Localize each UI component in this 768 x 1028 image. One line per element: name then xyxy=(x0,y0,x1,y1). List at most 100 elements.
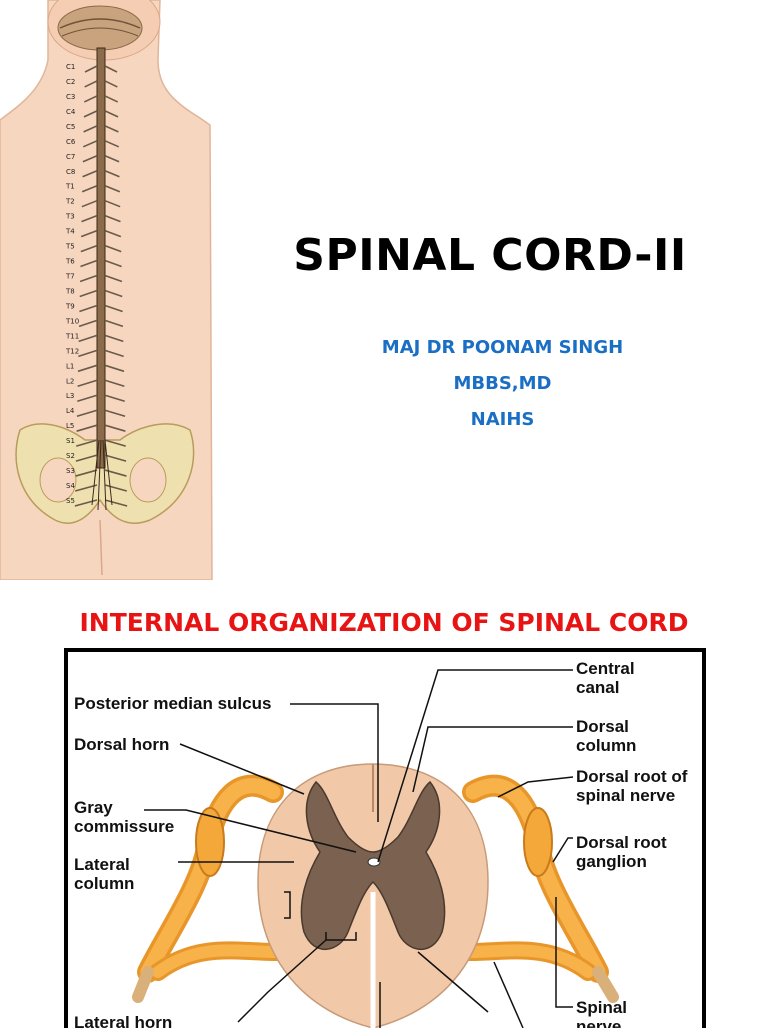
spine-segment-label: C4 xyxy=(66,108,76,116)
spinal-nerve-right xyxy=(104,334,124,343)
spinal-nerve-left xyxy=(77,379,98,388)
spinal-nerve-right xyxy=(104,125,119,133)
spinal-nerve-left xyxy=(83,125,98,133)
spine-segment-label: L1 xyxy=(66,362,74,370)
left-ganglion xyxy=(195,807,225,877)
spine-segment-label: L3 xyxy=(66,392,74,400)
spine-segment-label: C3 xyxy=(66,93,75,101)
spinal-nerve-right xyxy=(104,499,128,507)
spine-segment-label: T9 xyxy=(65,302,75,310)
spinal-nerve-left xyxy=(79,274,98,283)
spinal-nerve-left xyxy=(78,334,98,343)
spinal-nerve-right xyxy=(104,259,122,268)
spinal-nerve-left xyxy=(84,80,98,88)
spine-segment-label: T5 xyxy=(65,243,75,251)
spinal-nerve-left xyxy=(80,244,98,253)
spine-segment-label: T3 xyxy=(65,213,75,221)
spinal-nerve-left xyxy=(74,499,98,507)
spine-segment-label: T10 xyxy=(65,317,79,325)
spine-segment-label: L4 xyxy=(66,407,75,415)
label-spinal-nerve: spinal nerve xyxy=(576,786,675,805)
spinal-nerve-right xyxy=(104,80,118,88)
spine-segment-label: T1 xyxy=(65,183,75,191)
label-dorsal-root: Dorsal root xyxy=(576,833,667,852)
spinal-nerve-right xyxy=(104,394,125,403)
spinal-nerve-left xyxy=(84,65,98,73)
author-name: MAJ DR POONAM SINGH xyxy=(381,337,624,358)
spine-segment-label: L5 xyxy=(66,422,74,430)
label-commissure: commissure xyxy=(74,817,174,836)
right-ganglion xyxy=(523,807,553,877)
label-posterior-median-sulcus: Posterior median sulcus xyxy=(74,694,271,713)
spinal-nerve-left xyxy=(82,155,98,163)
spinal-nerve-right xyxy=(104,424,126,432)
label-dorsal-root-of: Dorsal root of xyxy=(576,767,688,786)
label-nerve: nerve xyxy=(576,1017,621,1028)
spinal-nerve-right xyxy=(104,454,127,462)
central-canal xyxy=(367,857,381,867)
spine-illustration: C1C2C3C4C5C6C7C8T1T2T3T4T5T6T7T8T9T10T11… xyxy=(0,0,213,580)
author-degree: MBBS,MD xyxy=(453,373,552,394)
spine-segment-label: S2 xyxy=(66,452,75,460)
spinal-nerve-right xyxy=(104,289,123,298)
spine-segment-label: T12 xyxy=(65,347,79,355)
label-dorsal: Dorsal xyxy=(576,717,629,736)
spinal-nerve-left xyxy=(80,259,98,268)
spine-segment-label: C6 xyxy=(66,138,76,146)
spine-segment-label: C5 xyxy=(66,123,75,131)
spinal-nerve-right xyxy=(104,155,120,163)
spine-segment-label: T11 xyxy=(65,332,79,340)
spinal-nerve-right xyxy=(104,439,126,447)
spinal-nerve-left xyxy=(79,304,98,313)
spinal-nerve-right xyxy=(104,110,119,118)
spinal-nerve-right xyxy=(104,409,126,417)
label-lateral-column: column xyxy=(74,874,134,893)
spinal-nerve-left xyxy=(82,170,98,178)
spinal-nerve-left xyxy=(80,229,98,238)
label-spinal: Spinal xyxy=(576,998,627,1017)
spine-segment-label: C2 xyxy=(66,78,75,86)
spine-segment-label: T6 xyxy=(65,258,75,266)
spine-segment-label: T7 xyxy=(65,273,75,281)
spine-segment-label: T2 xyxy=(65,198,75,206)
label-ganglion: ganglion xyxy=(576,852,647,871)
spinal-nerve-right xyxy=(104,244,122,253)
spine-segment-label: S4 xyxy=(66,482,75,490)
spine-segment-label: L2 xyxy=(66,377,74,385)
spinal-nerve-right xyxy=(104,364,125,373)
spinal-nerve-left xyxy=(83,95,98,103)
spinal-nerve-right xyxy=(104,184,121,193)
author-institution: NAIHS xyxy=(470,409,535,430)
spinal-nerve-left xyxy=(74,484,98,492)
spinal-nerve-right xyxy=(104,140,120,148)
label-dorsal-horn: Dorsal horn xyxy=(74,735,169,754)
cross-section-svg: Posterior median sulcus Dorsal horn Gray… xyxy=(74,659,688,1028)
spinal-nerve-left xyxy=(76,439,98,447)
spinal-nerve-left xyxy=(77,394,98,403)
spinal-nerve-right xyxy=(104,199,121,208)
spinal-nerve-left xyxy=(79,289,98,298)
spinal-nerve-right xyxy=(104,95,119,103)
spinal-nerve-left xyxy=(77,364,98,373)
spine-segment-label: C1 xyxy=(66,63,75,71)
spine-segment-label: S5 xyxy=(66,497,75,505)
spinal-nerve-right xyxy=(104,229,122,238)
section-title: INTERNAL ORGANIZATION OF SPINAL CORD xyxy=(79,608,689,637)
spinal-nerve-left xyxy=(75,454,98,462)
spinal-nerve-left xyxy=(81,184,98,193)
spinal-nerve-left xyxy=(76,424,98,432)
label-lateral: Lateral xyxy=(74,855,130,874)
spine-segment-label: C8 xyxy=(66,168,75,176)
label-central: Central xyxy=(576,659,635,678)
spine-segment-label: T4 xyxy=(65,228,75,236)
spinal-nerve-left xyxy=(82,140,98,148)
spinal-nerve-left xyxy=(83,110,98,118)
spine-segment-label: C7 xyxy=(66,153,75,161)
label-gray: Gray xyxy=(74,798,113,817)
spinal-nerve-left xyxy=(81,214,98,223)
label-lateral-horn: Lateral horn xyxy=(74,1013,172,1028)
spinal-cord-cross-section-diagram: Posterior median sulcus Dorsal horn Gray… xyxy=(64,648,706,1028)
spinal-nerve-right xyxy=(104,349,124,358)
spinal-nerve-left xyxy=(81,199,98,208)
